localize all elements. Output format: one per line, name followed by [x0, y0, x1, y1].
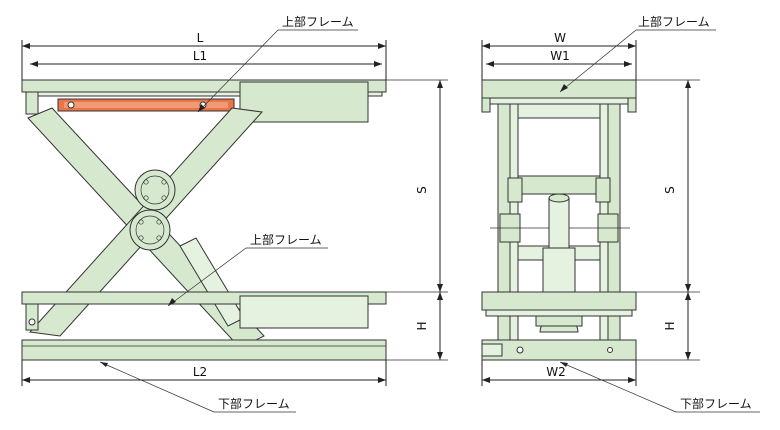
dim-L: L	[197, 31, 204, 45]
dim-S-side: S	[415, 186, 429, 194]
front-dimensions: W W1 W2 S H	[481, 31, 700, 386]
side-mid-bolt	[28, 318, 36, 326]
dim-W: W	[554, 31, 566, 45]
dim-H-side: H	[415, 321, 429, 330]
callout-bottom-frame-front: 下部フレーム	[680, 396, 752, 411]
dim-L2: L2	[193, 365, 207, 379]
front-callouts: 上部フレーム 下部フレーム	[559, 14, 760, 413]
callout-bottom-frame-side: 下部フレーム	[218, 396, 290, 411]
front-view	[481, 79, 637, 361]
side-top-cover-box	[239, 81, 369, 123]
dim-H-front: H	[663, 321, 677, 330]
callout-top-frame-side: 上部フレーム	[282, 14, 354, 29]
dim-L1: L1	[193, 49, 207, 63]
side-mid-end-block	[25, 303, 39, 331]
side-pivot-lower	[129, 209, 171, 251]
side-callouts: 上部フレーム 上部フレーム 下部フレーム	[99, 14, 358, 413]
dim-S-front: S	[663, 186, 677, 194]
dim-W2: W2	[546, 365, 566, 379]
side-mid-cover-box	[239, 295, 369, 329]
side-dimensions: L L1 L2 S H	[21, 31, 448, 386]
side-base-plate	[21, 339, 387, 361]
dim-W1: W1	[550, 49, 570, 63]
callout-top-frame-front: 上部フレーム	[638, 14, 710, 29]
front-top-plate	[481, 79, 637, 99]
front-mid-frame	[481, 291, 637, 311]
side-view	[21, 79, 387, 361]
callout-mid-frame-side: 上部フレーム	[250, 232, 322, 247]
side-guide-bolt	[67, 101, 75, 109]
side-top-end-block	[25, 91, 39, 115]
front-lift-cylinder	[548, 197, 570, 249]
side-guide-bar-inner	[64, 102, 228, 108]
side-pivot-upper	[134, 169, 176, 211]
